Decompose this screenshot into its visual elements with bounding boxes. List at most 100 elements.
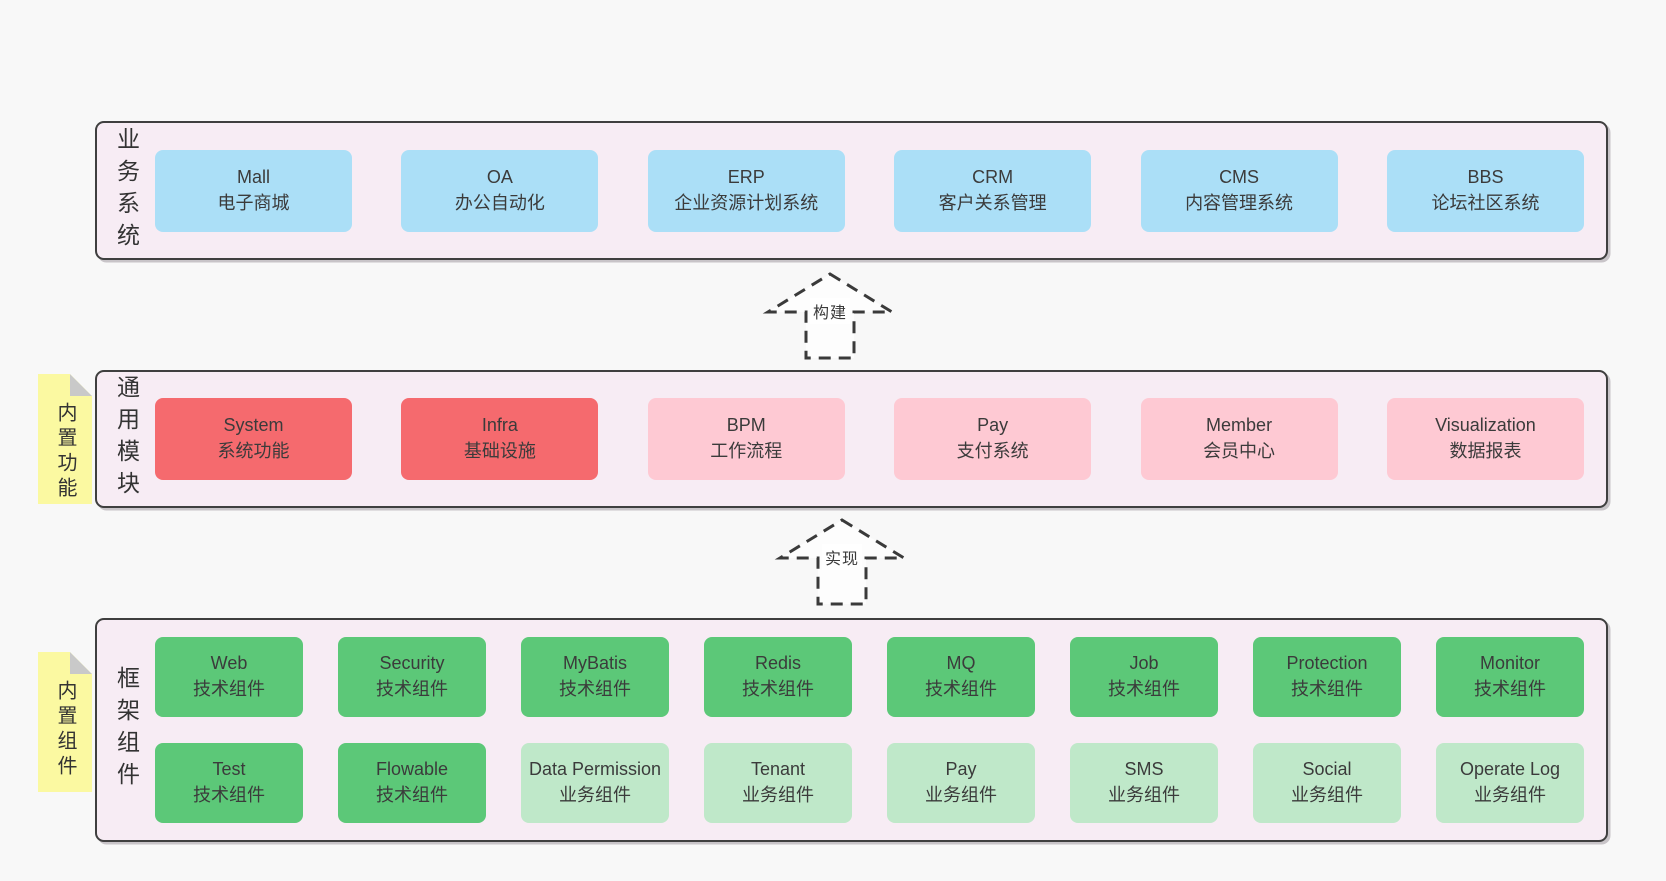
box-subtitle: 基础设施 [463,441,536,461]
box-subtitle: 支付系统 [956,441,1029,461]
box-subtitle: 数据报表 [1449,441,1522,461]
box-subtitle: 技术组件 [193,679,265,699]
implement-arrow: 实现 [774,516,910,608]
business-systems-row: Mall 电子商城 OA 办公自动化 ERP 企业资源计划系统 CRM 客户关系… [155,149,1584,232]
box-subtitle: 技术组件 [1474,679,1546,699]
box-title: BPM [726,415,766,436]
box-pay: Pay 支付系统 [894,398,1092,480]
layer-label-wrap: 业务系统 [97,123,155,258]
box-subtitle: 技术组件 [559,679,631,699]
box-title: Visualization [1435,415,1536,436]
box-subtitle: 企业资源计划系统 [674,192,819,213]
box-title: CRM [972,166,1014,187]
box-title: Monitor [1479,653,1541,674]
box-monitor: Monitor 技术组件 [1436,637,1584,717]
box-test: Test 技术组件 [155,743,303,823]
box-subtitle: 技术组件 [1291,679,1363,699]
common-modules-rows: System 系统功能 Infra 基础设施 BPM 工作流程 Pay 支付系统… [155,372,1606,506]
box-subtitle: 业务组件 [742,785,814,805]
box-title: Tenant [750,759,806,780]
framework-components-row-1: Web 技术组件 Security 技术组件 MyBatis 技术组件 Redi… [155,637,1584,717]
box-subtitle: 电子商城 [217,192,290,213]
box-infra: Infra 基础设施 [401,398,599,480]
box-social: Social 业务组件 [1253,743,1401,823]
layer-label-wrap: 通用模块 [97,372,155,506]
box-title: MQ [946,653,976,674]
box-title: Infra [481,415,518,436]
box-flowable: Flowable 技术组件 [338,743,486,823]
box-sms: SMS 业务组件 [1070,743,1218,823]
box-title: Flowable [375,759,449,780]
common-modules-row: System 系统功能 Infra 基础设施 BPM 工作流程 Pay 支付系统… [155,398,1584,480]
common-modules-layer: 通用模块 System 系统功能 Infra 基础设施 BPM 工作流程 Pay [95,370,1608,508]
box-oa: OA 办公自动化 [401,149,599,232]
box-title: Social [1302,759,1352,780]
box-job: Job 技术组件 [1070,637,1218,717]
box-title: Protection [1286,653,1368,674]
build-arrow: 构建 [762,270,898,362]
box-subtitle: 业务组件 [1291,785,1363,805]
common-modules-label: 通用模块 [113,375,140,503]
box-subtitle: 技术组件 [925,679,997,699]
box-operate-log: Operate Log 业务组件 [1436,743,1584,823]
box-system: System 系统功能 [155,398,352,480]
box-subtitle: 办公自动化 [454,192,545,213]
box-title: CMS [1219,166,1260,187]
box-protection: Protection 技术组件 [1253,637,1401,717]
box-erp: ERP 企业资源计划系统 [647,149,845,232]
layer-label-wrap: 框架组件 [97,620,155,840]
box-mq: MQ 技术组件 [887,637,1035,717]
box-visualization: Visualization 数据报表 [1386,398,1584,480]
box-title: Web [210,653,248,674]
box-subtitle: 会员中心 [1203,441,1276,461]
box-web: Web 技术组件 [155,637,303,717]
box-title: Pay [945,759,977,780]
box-subtitle: 客户关系管理 [938,192,1047,213]
box-cms: CMS 内容管理系统 [1140,149,1338,232]
box-title: Member [1206,415,1273,436]
box-subtitle: 业务组件 [1474,785,1546,805]
box-title: Data Permission [528,759,662,780]
framework-components-row-2: Test 技术组件 Flowable 技术组件 Data Permission … [155,743,1584,823]
builtin-components-note: 内置组件 [38,652,92,792]
box-subtitle: 技术组件 [1108,679,1180,699]
framework-components-label: 框架组件 [113,666,140,794]
box-subtitle: 系统功能 [217,441,290,461]
box-title: Security [379,653,445,674]
box-redis: Redis 技术组件 [704,637,852,717]
business-systems-layer: 业务系统 Mall 电子商城 OA 办公自动化 ERP 企业资源计划系统 CRM [95,121,1608,260]
builtin-components-note-label: 内置组件 [54,680,76,780]
box-pay-business: Pay 业务组件 [887,743,1035,823]
box-subtitle: 工作流程 [710,441,783,461]
box-bbs: BBS 论坛社区系统 [1386,149,1584,232]
box-data-permission: Data Permission 业务组件 [521,743,669,823]
box-subtitle: 技术组件 [193,785,265,805]
box-bpm: BPM 工作流程 [647,398,845,480]
builtin-functions-note-label: 内置功能 [54,402,76,502]
box-title: Test [212,759,246,780]
box-title: BBS [1467,166,1504,187]
box-subtitle: 业务组件 [1108,785,1180,805]
framework-components-rows: Web 技术组件 Security 技术组件 MyBatis 技术组件 Redi… [155,620,1606,840]
box-title: Mall [236,166,270,187]
box-title: SMS [1124,759,1164,780]
box-title: MyBatis [562,653,627,674]
box-title: Job [1129,653,1159,674]
box-tenant: Tenant 业务组件 [704,743,852,823]
box-member: Member 会员中心 [1140,398,1338,480]
box-subtitle: 论坛社区系统 [1431,192,1540,213]
box-subtitle: 技术组件 [376,785,448,805]
box-security: Security 技术组件 [338,637,486,717]
box-subtitle: 业务组件 [559,785,631,805]
box-subtitle: 技术组件 [376,679,448,699]
business-systems-label: 业务系统 [113,126,140,255]
box-title: Operate Log [1459,759,1561,780]
box-title: System [223,415,284,436]
build-arrow-label: 构建 [809,298,851,324]
implement-arrow-label: 实现 [821,544,863,570]
box-title: Pay [977,415,1009,436]
box-subtitle: 业务组件 [925,785,997,805]
box-crm: CRM 客户关系管理 [894,149,1092,232]
box-title: OA [486,166,513,187]
